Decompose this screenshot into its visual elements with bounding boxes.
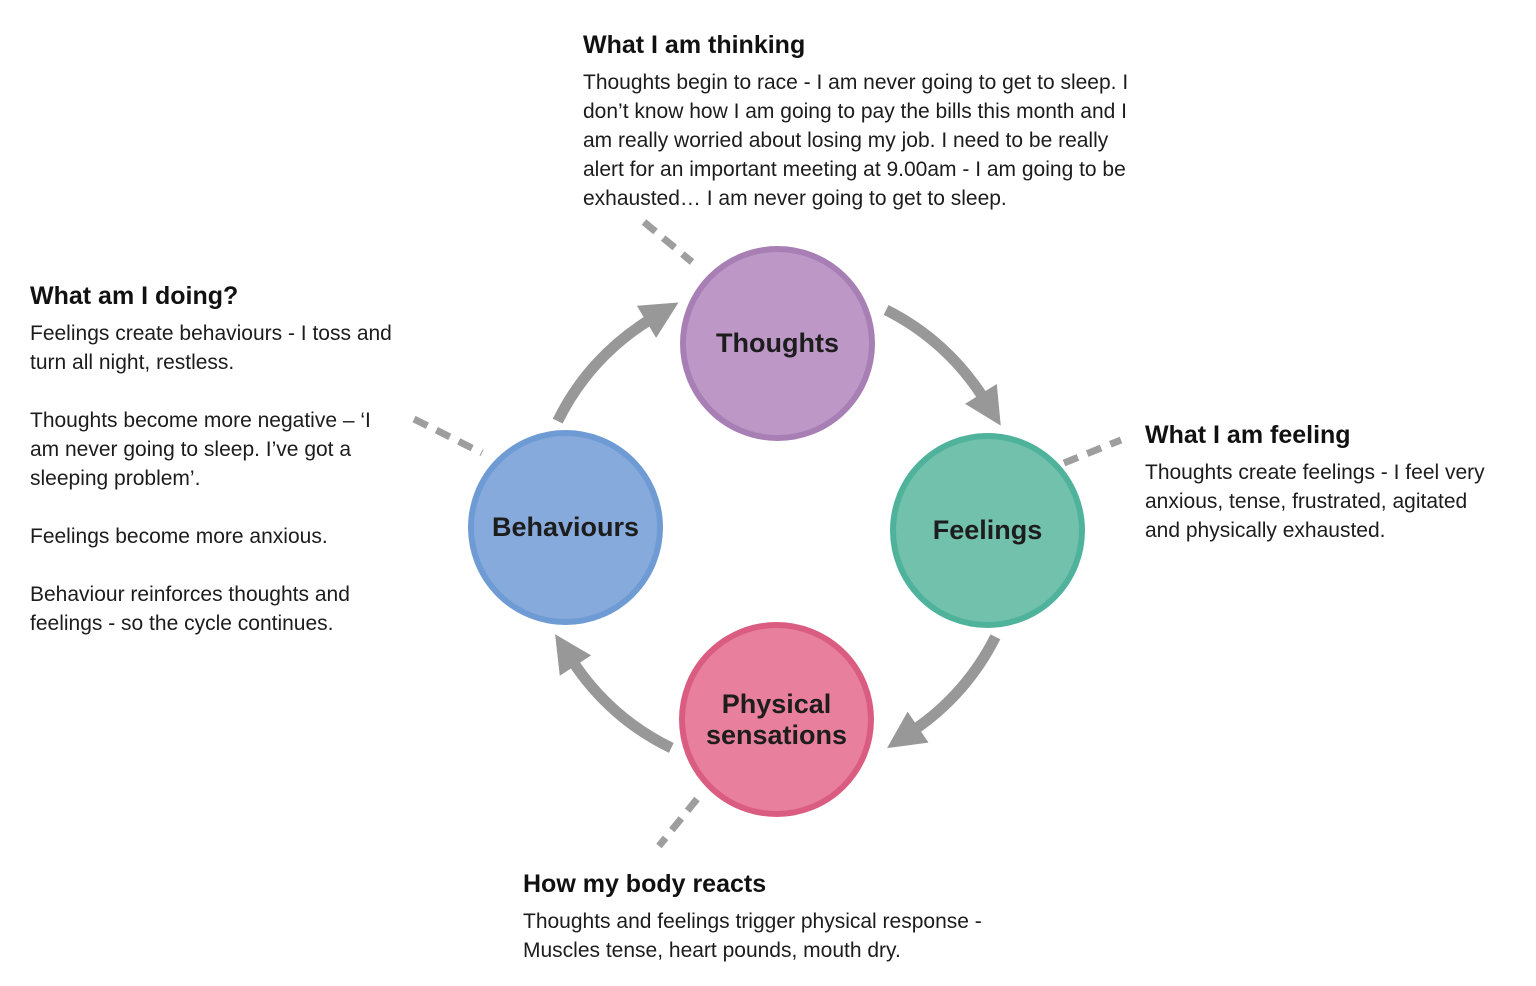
annotation-thinking-heading: What I am thinking: [583, 31, 806, 59]
annotation-thinking-body: Thoughts begin to race - I am never goin…: [583, 71, 1129, 210]
node-feelings-label: Feelings: [932, 515, 1043, 546]
annotation-doing-paragraph: Feelings become more anxious.: [30, 525, 328, 548]
annotation-how-my-body-reacts: How my body reacts Thoughts and feelings…: [523, 869, 1063, 965]
annotation-doing-paragraph: Thoughts become more negative – ‘I am ne…: [30, 409, 371, 490]
arrow-physical-to-behaviours: [555, 634, 674, 753]
node-physical-sensations-label: Physical sensations: [705, 689, 848, 750]
dashed-link-thinking: [641, 219, 695, 265]
annotation-body-reacts-body: Thoughts and feelings trigger physical r…: [523, 910, 982, 962]
annotation-doing-heading: What am I doing?: [30, 282, 239, 310]
annotation-what-i-am-feeling: What I am feeling Thoughts create feelin…: [1145, 420, 1525, 545]
node-behaviours: Behaviours: [468, 430, 663, 625]
annotation-feeling-heading: What I am feeling: [1145, 421, 1351, 449]
arrow-thoughts-to-feelings: [883, 304, 1001, 426]
annotation-what-i-am-thinking: What I am thinking Thoughts begin to rac…: [583, 30, 1223, 213]
annotation-feeling-body: Thoughts create feelings - I feel very a…: [1145, 461, 1485, 542]
dashed-link-body-reacts: [656, 796, 700, 849]
node-physical-sensations: Physical sensations: [679, 622, 874, 817]
node-thoughts: Thoughts: [680, 246, 875, 441]
dashed-link-feeling: [1062, 436, 1123, 467]
annotation-body-reacts-heading: How my body reacts: [523, 870, 767, 898]
node-thoughts-label: Thoughts: [716, 328, 839, 359]
node-feelings: Feelings: [890, 433, 1085, 628]
annotation-doing-paragraph: Behaviour reinforces thoughts and feelin…: [30, 583, 350, 635]
annotation-doing-paragraph: Feelings create behaviours - I toss and …: [30, 322, 392, 374]
node-behaviours-label: Behaviours: [491, 512, 640, 543]
annotation-what-am-i-doing: What am I doing? Feelings create behavio…: [30, 281, 470, 638]
arrow-feelings-to-physical: [887, 634, 1001, 749]
arrow-behaviours-to-thoughts: [552, 302, 679, 424]
